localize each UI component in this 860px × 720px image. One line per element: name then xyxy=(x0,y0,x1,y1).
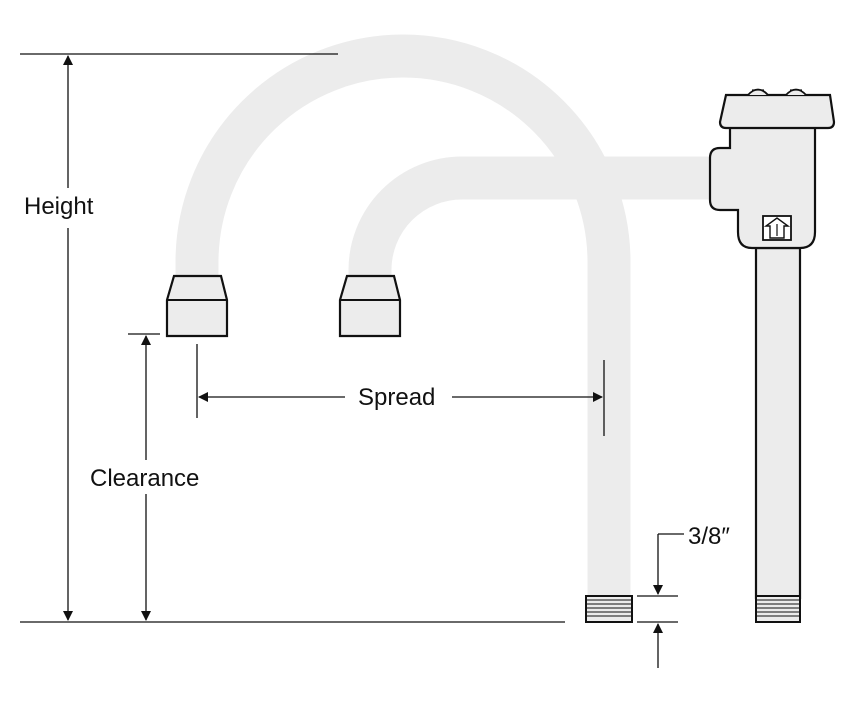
valve-body xyxy=(708,88,836,250)
valve-riser-pipe xyxy=(754,246,802,623)
thread-label: 3/8″ xyxy=(688,523,730,550)
height-dimension: Height xyxy=(20,53,565,623)
clearance-label: Clearance xyxy=(90,465,199,492)
short-spout-nozzle xyxy=(338,274,402,338)
thread-dimension: 3/8″ xyxy=(637,523,730,668)
gooseneck-nozzle xyxy=(165,274,229,338)
height-label: Height xyxy=(24,193,94,220)
short-spout xyxy=(348,156,718,278)
spread-dimension: Spread xyxy=(196,344,605,436)
clearance-dimension: Clearance xyxy=(90,333,199,621)
spread-label: Spread xyxy=(358,384,435,411)
gooseneck-spout xyxy=(175,34,633,623)
up-arrow-icon xyxy=(762,215,792,241)
